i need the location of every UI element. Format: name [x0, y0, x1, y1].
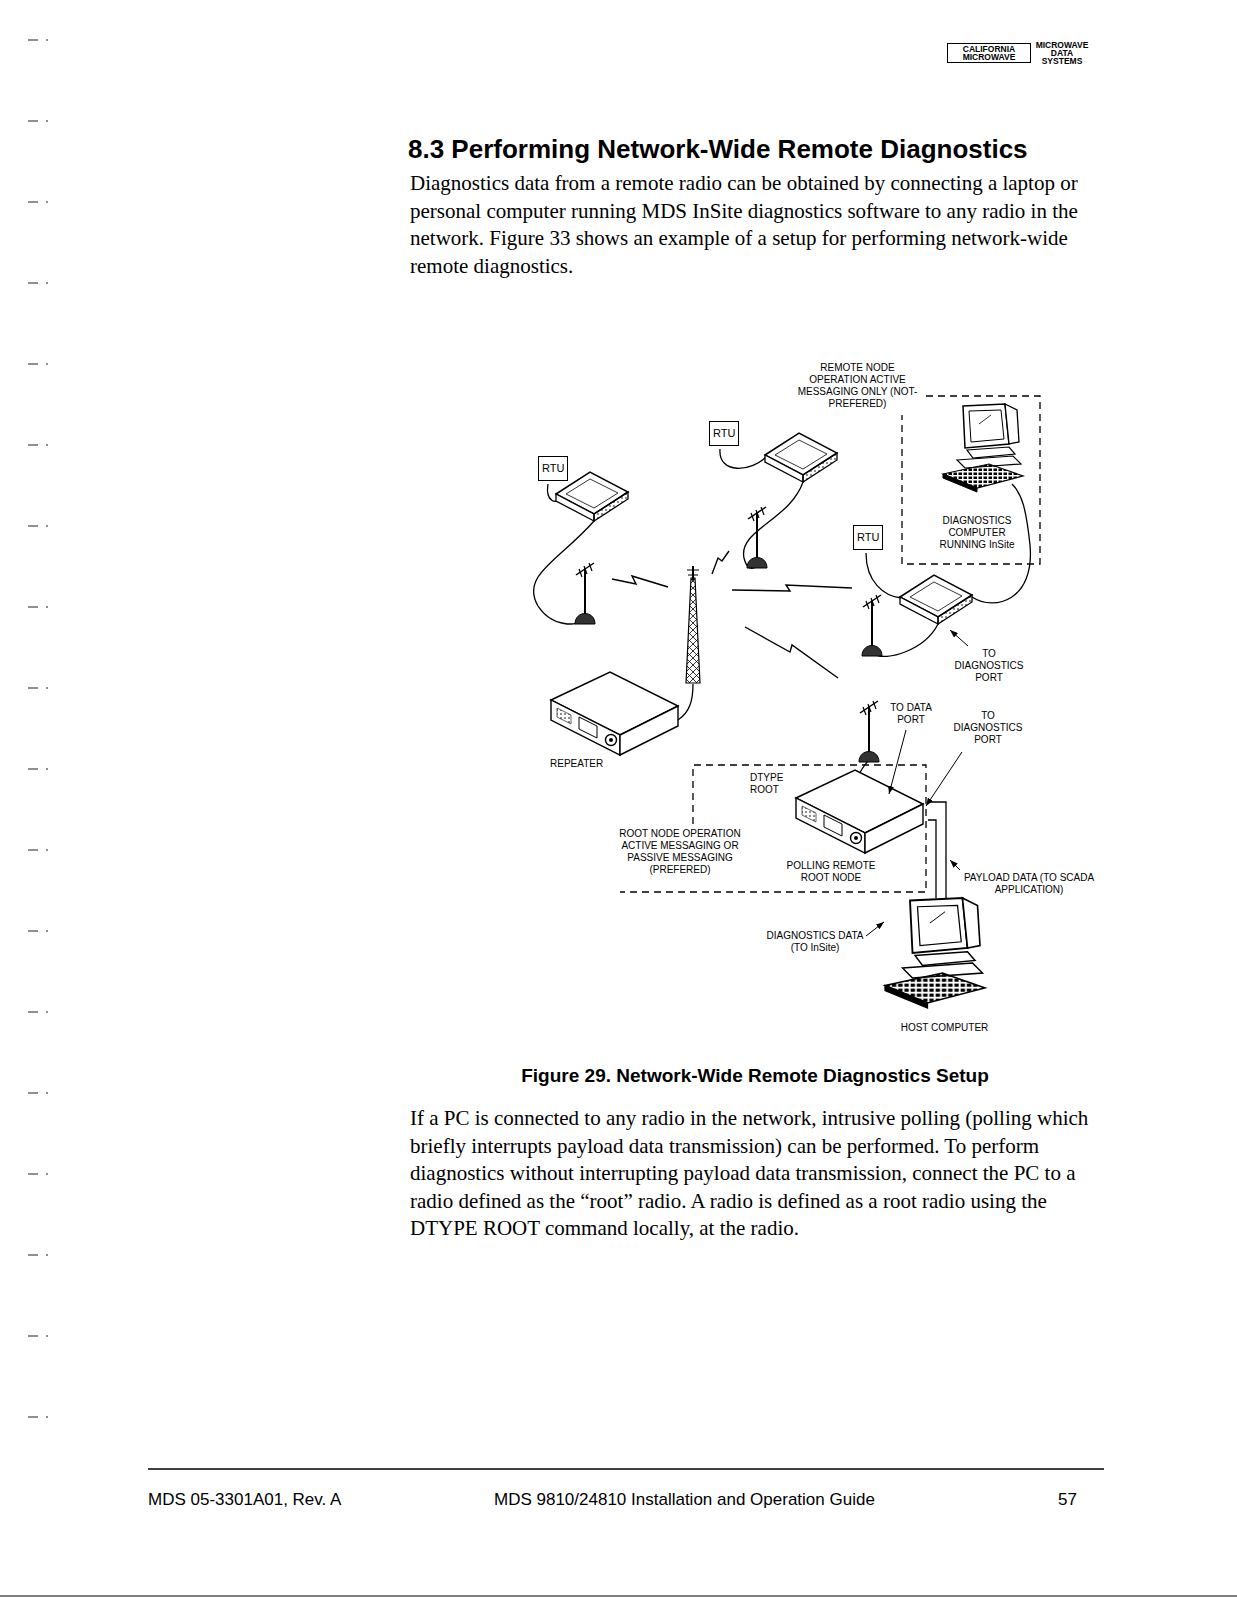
body-paragraph: If a PC is connected to any radio in the…	[410, 1105, 1110, 1243]
node-text: REMOTE NODE OPERATION ACTIVE MESSAGING O…	[795, 362, 920, 410]
cables	[534, 521, 594, 624]
figure-caption: Figure 29. Network-Wide Remote Diagnosti…	[470, 1064, 1040, 1088]
remote-node-region: REMOTE NODE OPERATION ACTIVE MESSAGING O…	[795, 362, 1042, 566]
port-label: TO DIAGNOSTICS PORT	[950, 648, 1028, 684]
repeater: REPEATER	[548, 672, 680, 776]
cable-connector	[928, 820, 936, 898]
computer	[885, 898, 985, 1008]
computer	[943, 404, 1023, 492]
repeater-tower	[686, 578, 700, 683]
antenna	[862, 595, 882, 656]
port-label: TO DATA PORT	[886, 702, 936, 726]
node-text: RTU	[857, 531, 879, 544]
rack-radio	[551, 672, 678, 755]
cables	[874, 624, 938, 656]
node-text: RTU	[542, 462, 564, 475]
footer-rule	[148, 1468, 1104, 1470]
port-label: TO DIAGNOSTICS PORT	[948, 710, 1028, 746]
section-title: 8.3 Performing Network-Wide Remote Diagn…	[408, 134, 1128, 164]
body-paragraph: Diagnostics data from a remote radio can…	[410, 170, 1110, 280]
rack-radio	[551, 672, 923, 853]
computer	[885, 898, 985, 1008]
node-text: DIAGNOSTICS COMPUTER RUNNING InSite	[933, 515, 1021, 551]
leader-line	[926, 752, 962, 806]
cables	[678, 684, 693, 720]
leader-line	[866, 630, 968, 936]
cables	[744, 482, 803, 568]
dashed-outline	[902, 396, 1040, 564]
scan-marks	[28, 20, 48, 1460]
root-node-region: DTYPE ROOT ROOT NODE OPERATION ACTIVE MES…	[600, 762, 928, 894]
cables	[720, 449, 767, 468]
node-text: REPEATER	[550, 758, 640, 770]
rtu-box: RTU	[709, 421, 739, 446]
signal-label: DIAGNOSTICS DATA (TO InSite)	[762, 930, 868, 954]
cables	[534, 449, 1031, 786]
node-text: POLLING REMOTE ROOT NODE	[776, 860, 886, 884]
leader-line	[950, 630, 968, 646]
page-number: 57	[1058, 1490, 1077, 1510]
node-text: DTYPE ROOT	[750, 772, 794, 796]
antenna	[859, 701, 879, 762]
repeater-tower	[687, 570, 699, 575]
rack-radio	[796, 770, 923, 853]
radio-link	[712, 551, 729, 574]
radio-link	[612, 576, 668, 587]
cable-connector	[928, 802, 946, 898]
host-computer: HOST COMPUTER	[877, 898, 1012, 1040]
rtu-box: RTU	[853, 525, 883, 550]
radio-link	[612, 551, 852, 678]
leader-line	[889, 730, 906, 794]
rtu-box: RTU	[538, 456, 568, 481]
radio-modem	[556, 433, 972, 624]
page-edge	[0, 1595, 1237, 1596]
radio-link	[745, 627, 838, 678]
node-text: ROOT NODE OPERATION ACTIVE MESSAGING OR …	[604, 828, 756, 876]
node-text: HOST COMPUTER	[877, 1022, 1012, 1034]
leader-line	[866, 922, 884, 936]
repeater-tower	[686, 566, 700, 683]
radio-modem	[900, 575, 972, 624]
radio-link	[732, 585, 852, 591]
node-text: RTU	[713, 427, 735, 440]
footer-text: MDS 9810/24810 Installation and Operatio…	[494, 1490, 875, 1510]
antenna	[575, 563, 595, 624]
logo-text: CALIFORNIA MICROWAVE	[947, 43, 1031, 63]
computer	[885, 404, 1023, 1008]
radio-modem	[765, 433, 837, 482]
logo-text: MICROWAVE DATA SYSTEMS	[1031, 41, 1093, 65]
cables	[866, 553, 901, 598]
antenna	[747, 507, 767, 568]
footer-text: MDS 05-3301A01, Rev. A	[148, 1490, 341, 1510]
signal-label: PAYLOAD DATA (TO SCADA APPLICATION)	[958, 872, 1100, 896]
leader-line	[950, 860, 960, 870]
repeater-tower	[692, 566, 694, 580]
